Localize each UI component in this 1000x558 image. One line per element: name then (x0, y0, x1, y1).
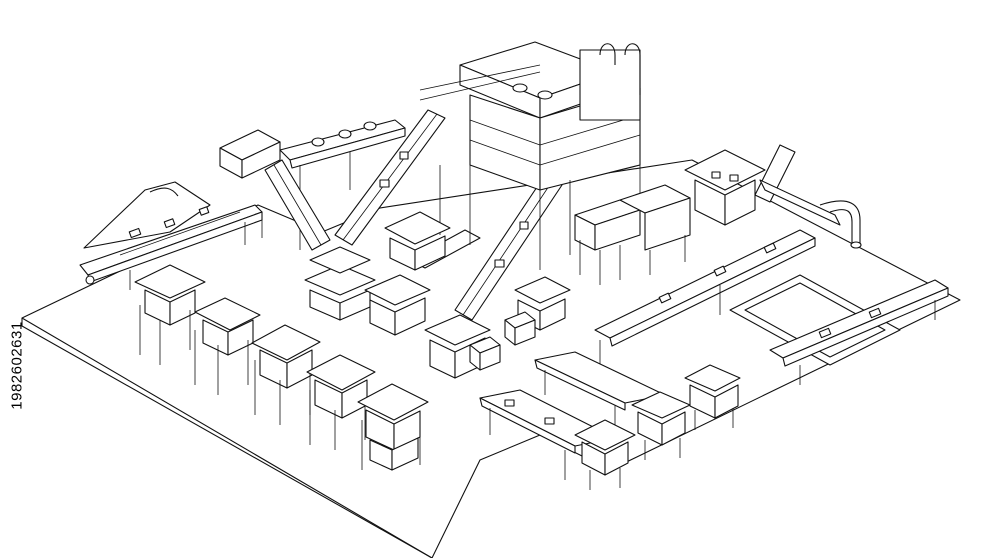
long-right-conveyor (594, 229, 816, 368)
central-lower-boxes (304, 211, 571, 379)
top-right-hopper (684, 149, 766, 226)
inclined-conveyor-2 (334, 109, 446, 246)
sorting-pit (729, 274, 949, 385)
upper-belt (279, 119, 406, 250)
central-tower (419, 41, 641, 270)
left-hopper-row (134, 264, 429, 471)
bottom-center-hoppers (574, 364, 741, 490)
inclined-conveyor-1 (264, 159, 331, 251)
top-left-drum-box (219, 129, 281, 179)
right-tower-machinery (574, 184, 691, 285)
right-pipe (819, 200, 862, 249)
left-rising-conveyor (79, 181, 263, 290)
right-inclined-conveyor (754, 144, 841, 226)
